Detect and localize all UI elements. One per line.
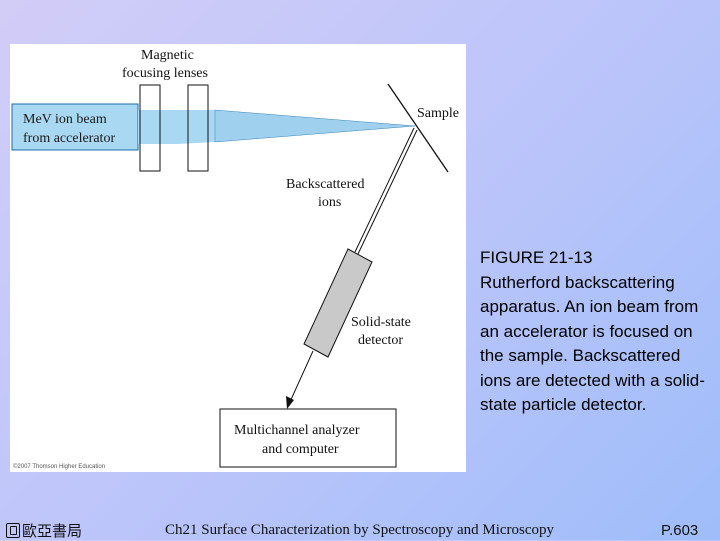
page-number: P.603 bbox=[661, 522, 699, 539]
arrow-head bbox=[286, 396, 294, 409]
beam-channel bbox=[138, 110, 178, 144]
analyzer-label-2: and computer bbox=[262, 442, 339, 457]
detector-label-2: detector bbox=[358, 333, 403, 348]
backscatter-label-2: ions bbox=[318, 195, 341, 210]
lens-2 bbox=[187, 84, 209, 172]
lenses-label-2: focusing lenses bbox=[122, 66, 208, 81]
backscatter-track-a bbox=[357, 129, 418, 255]
sample-label: Sample bbox=[417, 106, 459, 121]
lens-1 bbox=[139, 84, 161, 172]
beam-label-1: MeV ion beam bbox=[23, 112, 107, 127]
publisher-logo-icon bbox=[6, 523, 20, 538]
backscatter-track-b bbox=[354, 127, 415, 253]
caption-text: Rutherford backscattering apparatus. An … bbox=[480, 272, 705, 415]
apparatus-diagram: Magnetic focusing lenses MeV ion beam fr… bbox=[10, 44, 466, 472]
beam-cone bbox=[214, 109, 416, 143]
figure-number: FIGURE 21-13 bbox=[480, 248, 593, 267]
sample-plate bbox=[387, 83, 449, 173]
figure-caption: FIGURE 21-13 Rutherford backscattering a… bbox=[480, 246, 716, 418]
detector-body bbox=[303, 248, 373, 358]
beam-label-2: from accelerator bbox=[23, 131, 115, 146]
ion-beam-box bbox=[11, 103, 139, 151]
detector-label-1: Solid-state bbox=[351, 315, 411, 330]
publisher-name: 歐亞書局 bbox=[22, 522, 83, 540]
chapter-title: Ch21 Surface Characterization by Spectro… bbox=[165, 522, 555, 538]
publisher-logo: 歐亞書局 bbox=[6, 520, 82, 541]
copyright-text: ©2007 Thomson Higher Education bbox=[13, 463, 105, 470]
analyzer-box bbox=[219, 408, 397, 468]
signal-line bbox=[288, 350, 314, 405]
apparatus-svg: Magnetic focusing lenses MeV ion beam fr… bbox=[11, 48, 459, 470]
lenses-label-1: Magnetic bbox=[141, 48, 194, 63]
backscatter-label-1: Backscattered bbox=[286, 177, 365, 192]
analyzer-label-1: Multichannel analyzer bbox=[234, 423, 360, 438]
